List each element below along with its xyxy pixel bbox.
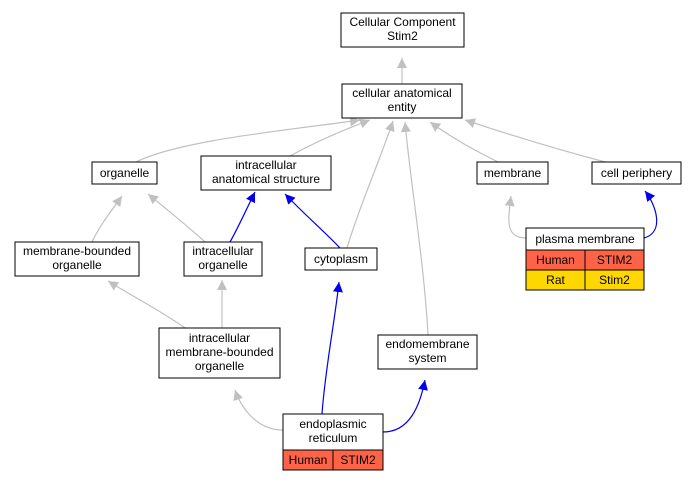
edge-pm-to-membrane (504, 195, 527, 239)
node-cell-periphery[interactable]: cell periphery (591, 161, 682, 185)
annotation-gene: STIM2 (597, 253, 633, 267)
annotation-row-rat: Rat Stim2 (525, 269, 645, 291)
node-label-line: organelle (195, 359, 245, 373)
edge-endo-to-cae (400, 121, 429, 336)
node-label-line: endoplasmic (299, 417, 366, 431)
edge-imbo-to-mbo (107, 280, 186, 329)
node-label-line: Stim2 (387, 29, 418, 43)
node-label-line: system (408, 351, 446, 365)
node-membrane-bounded-organelle[interactable]: membrane-bounded organelle (14, 241, 140, 277)
node-label-line: membrane (484, 166, 542, 180)
node-organelle[interactable]: organelle (91, 161, 158, 185)
node-cytoplasm[interactable]: cytoplasm (304, 247, 378, 271)
edge-io-to-ias (229, 191, 256, 243)
edge-cyto-to-ias (284, 193, 341, 249)
node-label-line: entity (388, 100, 417, 114)
edge-mbo-to-organelle (91, 195, 123, 243)
annotation-row-human: Human STIM2 (282, 449, 384, 471)
node-label-line: cytoplasm (314, 252, 368, 266)
node-label-line: plasma membrane (535, 232, 635, 246)
edge-er-to-cyto (321, 281, 343, 415)
node-intracellular-anatomical-structure[interactable]: intracellular anatomical structure (200, 155, 332, 191)
node-endomembrane-system[interactable]: endomembrane system (377, 334, 478, 370)
node-cellular-anatomical-entity[interactable]: cellular anatomical entity (341, 83, 463, 119)
node-label-line: anatomical structure (212, 172, 320, 186)
node-intracellular-membrane-bounded-organelle[interactable]: intracellular membrane-bounded organelle (158, 327, 281, 379)
edge-io-to-organelle (147, 193, 206, 243)
node-intracellular-organelle[interactable]: intracellular organelle (183, 241, 263, 277)
node-label-line: membrane-bounded (165, 345, 273, 359)
annotation-gene: STIM2 (340, 453, 376, 467)
node-label-line: organelle (52, 258, 102, 272)
node-label-line: organelle (100, 166, 150, 180)
annotation-row-human: Human STIM2 (525, 249, 645, 271)
node-label-line: membrane-bounded (23, 244, 131, 258)
node-label-line: intracellular (189, 331, 250, 345)
annotation-species: Human (536, 253, 575, 267)
node-membrane[interactable]: membrane (476, 161, 549, 185)
edges-layer (91, 58, 658, 433)
node-cellular-component-stim2[interactable]: Cellular Component Stim2 (340, 12, 465, 48)
node-label-line: cellular anatomical (352, 86, 451, 100)
node-label-line: Cellular Component (349, 15, 456, 29)
node-endoplasmic-reticulum[interactable]: endoplasmic reticulum Human STIM2 (282, 413, 384, 471)
node-label-line: cell periphery (601, 166, 672, 180)
edge-organelle-to-cae (135, 116, 361, 163)
edge-cellper-to-cae (464, 118, 606, 163)
edge-pm-to-cellper (643, 190, 658, 239)
edge-ias-to-cae (289, 118, 371, 157)
node-label-line: intracellular (192, 244, 253, 258)
edge-cyto-to-cae (346, 120, 395, 249)
node-label-line: organelle (198, 258, 248, 272)
node-label-line: endomembrane (385, 337, 469, 351)
edge-er-to-imbo (233, 389, 284, 431)
edge-er-to-endo (382, 379, 428, 433)
nodes-layer: Cellular Component Stim2 cellular anatom… (14, 12, 682, 471)
annotation-species: Rat (546, 273, 565, 287)
annotation-species: Human (289, 453, 328, 467)
node-label-line: reticulum (309, 431, 358, 445)
node-label-line: intracellular (235, 158, 296, 172)
annotation-gene: Stim2 (599, 273, 630, 287)
node-plasma-membrane[interactable]: plasma membrane Human STIM2 Rat Stim2 (525, 227, 645, 291)
edge-membrane-to-cae (429, 121, 499, 163)
